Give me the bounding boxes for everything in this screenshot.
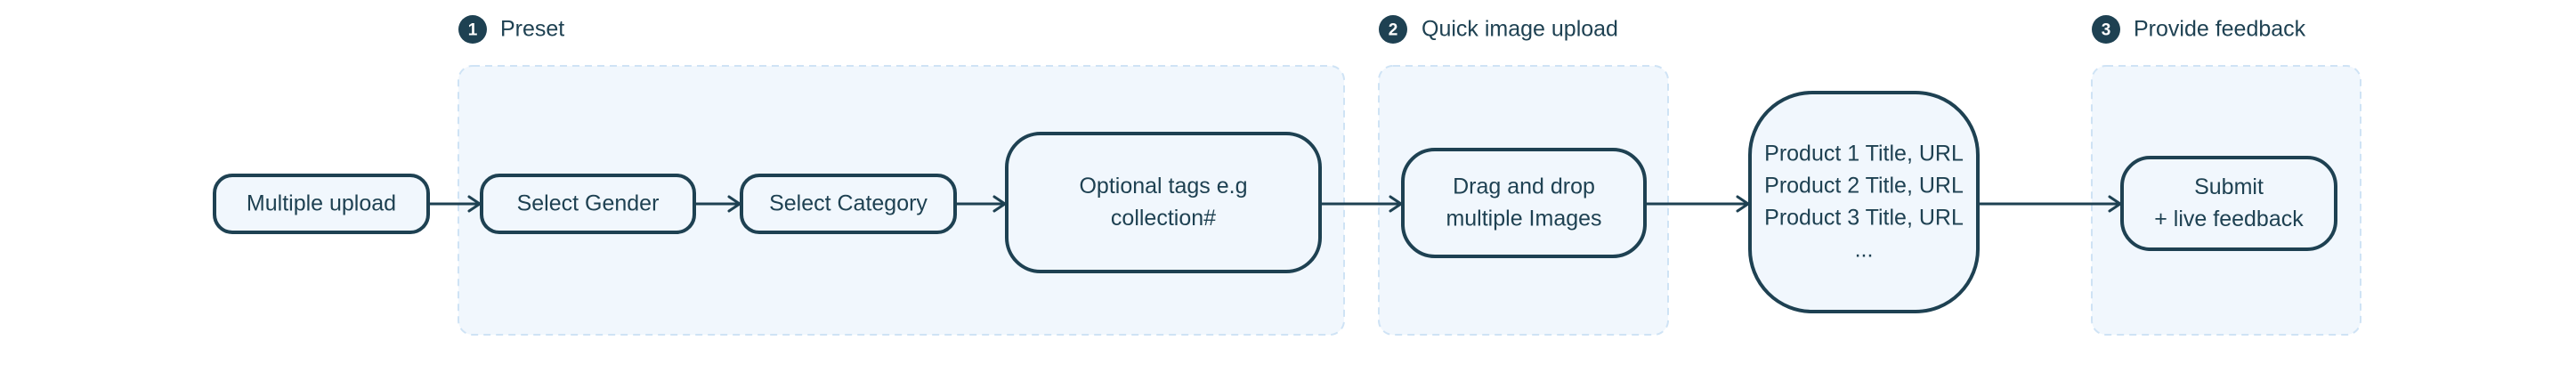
node-submit-text-line: Submit xyxy=(2194,174,2264,199)
node-product-list-box xyxy=(1748,91,1980,313)
node-drag-drop-box xyxy=(1401,148,1647,258)
node-optional-tags: Optional tags e.g collection# xyxy=(1005,132,1322,273)
group-feedback-number: 3 xyxy=(2102,21,2111,40)
node-select-category-text-line: Select Category xyxy=(769,191,928,216)
node-optional-tags-text-line: collection# xyxy=(1111,206,1216,231)
node-multiple-upload: Multiple upload xyxy=(213,174,430,234)
group-preset-badge xyxy=(458,15,487,44)
node-submit: Submit + live feedback xyxy=(2120,156,2337,251)
node-select-category: Select Category xyxy=(740,174,957,234)
node-product-list-text-line: Product 3 Title, URL xyxy=(1764,206,1964,231)
node-submit-text-line: + live feedback xyxy=(2154,207,2304,231)
node-drag-drop: Drag and drop multiple Images xyxy=(1401,148,1647,258)
node-optional-tags-box xyxy=(1005,132,1322,273)
group-preset-label: Preset xyxy=(500,17,564,42)
node-select-gender-text-line: Select Gender xyxy=(517,191,660,216)
group-quick-upload-badge xyxy=(1379,15,1407,44)
node-select-category-box xyxy=(740,174,957,234)
group-feedback-label: Provide feedback xyxy=(2134,17,2306,42)
node-drag-drop-text-line: Drag and drop xyxy=(1453,174,1595,199)
node-multiple-upload-box xyxy=(213,174,430,234)
node-drag-drop-text-line: multiple Images xyxy=(1446,207,1601,231)
node-product-list: Product 1 Title, URL Product 2 Title, URL… xyxy=(1748,91,1980,313)
node-select-gender: Select Gender xyxy=(480,174,696,234)
group-feedback-badge xyxy=(2092,15,2120,44)
group-quick-upload-number: 2 xyxy=(1389,21,1398,40)
node-product-list-text-line: Product 1 Title, URL xyxy=(1764,142,1964,166)
node-product-list-text-line: Product 2 Title, URL xyxy=(1764,174,1964,199)
group-preset-number: 1 xyxy=(468,21,478,40)
node-optional-tags-text-line: Optional tags e.g xyxy=(1079,174,1247,199)
node-select-gender-box xyxy=(480,174,696,234)
group-quick-upload-label: Quick image upload xyxy=(1422,17,1618,42)
node-multiple-upload-text-line: Multiple upload xyxy=(247,191,396,216)
node-product-list-text-line: ... xyxy=(1855,238,1874,263)
nodes-layer: Multiple upload Select Gender Select Categ… xyxy=(213,91,2337,313)
node-submit-box xyxy=(2120,156,2337,251)
